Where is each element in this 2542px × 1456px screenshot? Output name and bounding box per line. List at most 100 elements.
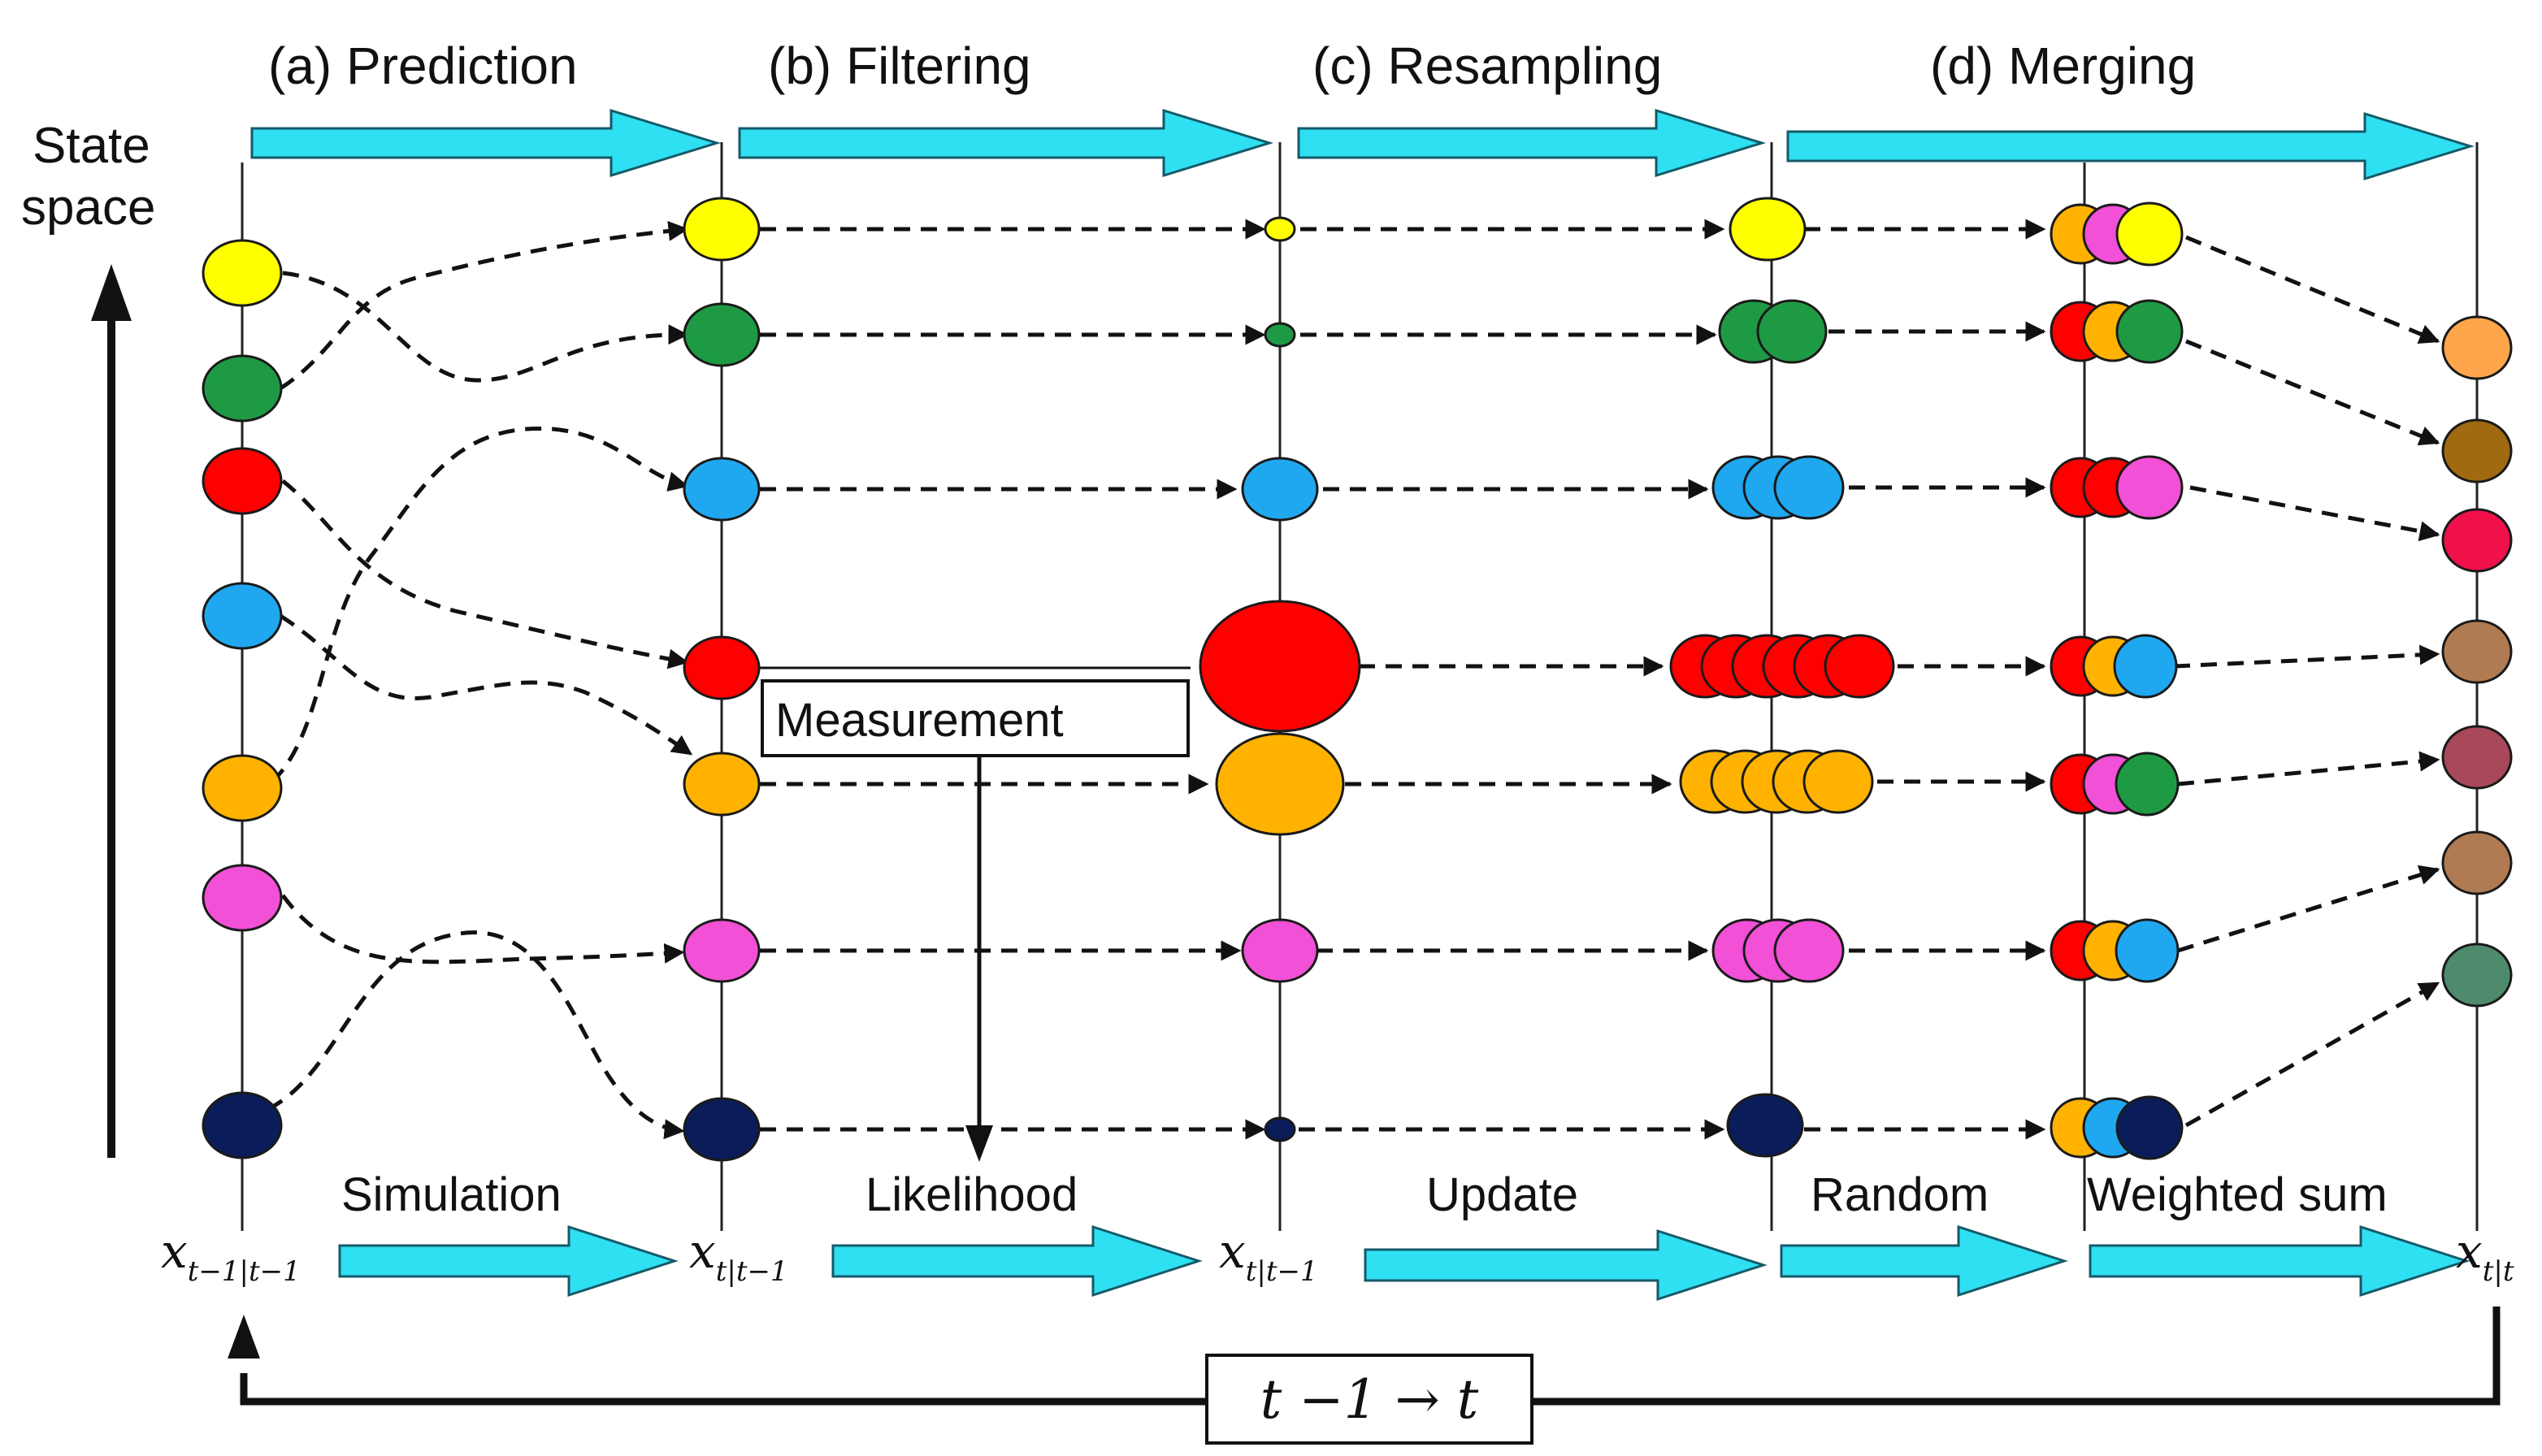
op-label-weighted-sum: Weighted sum [2087,1168,2388,1221]
resampled-particle-blue [1773,455,1845,520]
filtered-particle-yellow [1264,216,1296,242]
filtered-particle-green [1264,322,1296,348]
merge-particle [2115,918,2180,983]
prior-particle-blue [202,582,283,650]
merge-particle [2115,1095,2184,1160]
weighted-sum-paths [2173,235,2440,1128]
predicted-particle-magenta [683,918,761,983]
predicted-particle-navy [683,1097,761,1162]
prediction-path-navy [267,930,685,1140]
posterior-particle-7 [2441,942,2513,1008]
merging-particles [2050,202,2184,1160]
axis-label-line2: space [21,180,155,236]
resampling-paths [1299,219,1725,1140]
predicted-particle-orange [683,752,761,817]
filtered-particle-blue [1241,457,1319,522]
filtered-particle-magenta [1241,918,1319,983]
stage-title-resampling: (c) Resampling [1312,37,1662,95]
predicted-particles [683,197,761,1162]
prediction-path-blue [279,613,693,756]
op-arrow-random [1780,1224,2068,1298]
predicted-particle-red [683,635,761,700]
posterior-particles [2441,315,2513,1008]
op-arrow-simulation [338,1224,679,1298]
state-space-axis: State space [21,118,155,1158]
axis-arrow-head [91,264,132,321]
weighted-path-3 [2189,485,2440,542]
weighted-path-2 [2185,339,2440,446]
variable-label-filtered: xt|t−1 [1219,1224,1318,1288]
prior-particle-yellow [202,239,283,307]
weighted-path-1 [2185,235,2440,344]
loop-arrow-head [228,1315,260,1358]
op-label-random: Random [1811,1168,1989,1221]
variable-label-predicted: xt|t−1 [689,1224,788,1288]
weighted-path-7 [2184,981,2440,1128]
predicted-particle-green [683,302,761,367]
top-stage-arrows [250,108,2475,181]
op-arrow-likelihood [831,1224,1203,1298]
random-paths [1804,219,2046,1140]
prior-particle-magenta [202,864,283,932]
prediction-path-red [281,479,689,670]
filtered-particle-red [1199,600,1361,733]
op-arrow-update [1364,1228,1768,1302]
resampled-particle-navy [1726,1093,1804,1158]
merge-particle [2115,299,2184,364]
merge-particle [2115,752,2180,817]
variable-labels: xt−1|t−1 xt|t−1 xt|t−1 xt|t [161,1224,2514,1288]
prior-particle-orange [202,754,283,822]
resampled-particle-orange [1802,749,1874,814]
prediction-path-yellow [282,271,689,383]
merge-particle [2113,634,2178,699]
predicted-particle-blue [683,457,761,522]
measurement-label: Measurement [775,694,1064,747]
resampled-particle-red [1824,634,1895,699]
stage-arrow-resampling [1297,108,1767,178]
filtering-paths [760,219,1266,1140]
prediction-path-orange [271,426,689,783]
weighted-path-5 [2177,751,2440,786]
prior-particles [202,239,283,1159]
stage-arrow-prediction [250,108,722,178]
measurement-box [761,679,1190,757]
resampled-particle-yellow [1729,197,1807,262]
filtered-particle-orange [1215,732,1345,836]
posterior-particle-6 [2441,830,2513,895]
op-label-likelihood: Likelihood [865,1168,1078,1221]
posterior-particle-2 [2441,418,2513,483]
op-label-simulation: Simulation [341,1168,562,1221]
prior-particle-red [202,447,283,515]
merge-particle [2115,455,2184,520]
predicted-particle-yellow [683,197,761,262]
axis-label-line1: State [33,118,150,174]
resampled-particles [1669,197,1895,1158]
prediction-paths [267,220,693,1140]
stage-title-filtering: (b) Filtering [768,37,1031,95]
prior-particle-green [202,354,283,422]
posterior-particle-3 [2441,508,2513,573]
stage-arrow-merging [1786,111,2475,181]
filtered-particle-navy [1264,1116,1296,1142]
posterior-particle-4 [2441,619,2513,684]
prediction-path-green [279,220,689,391]
operation-labels: Simulation Likelihood Update Random Weig… [341,1168,2388,1221]
stage-title-merging: (d) Merging [1930,37,2196,95]
stage-arrow-filtering [738,108,1274,178]
weighted-path-6 [2177,864,2440,953]
variable-label-posterior: xt|t [2456,1224,2514,1288]
bottom-op-arrows [338,1224,2470,1302]
posterior-particle-5 [2441,725,2513,790]
measurement: Measurement [761,679,1190,1162]
op-arrow-weighted-sum [2089,1224,2470,1298]
resampled-particle-magenta [1773,918,1845,983]
resampled-particle-green [1756,299,1828,364]
weighted-path-4 [2173,644,2440,669]
loop-box [1205,1354,1533,1445]
merge-particle [2115,202,2184,266]
posterior-particle-1 [2441,315,2513,380]
op-label-update: Update [1426,1168,1578,1221]
loop-label: t −1 → t [1260,1368,1479,1431]
measurement-arrow-head [965,1125,993,1162]
